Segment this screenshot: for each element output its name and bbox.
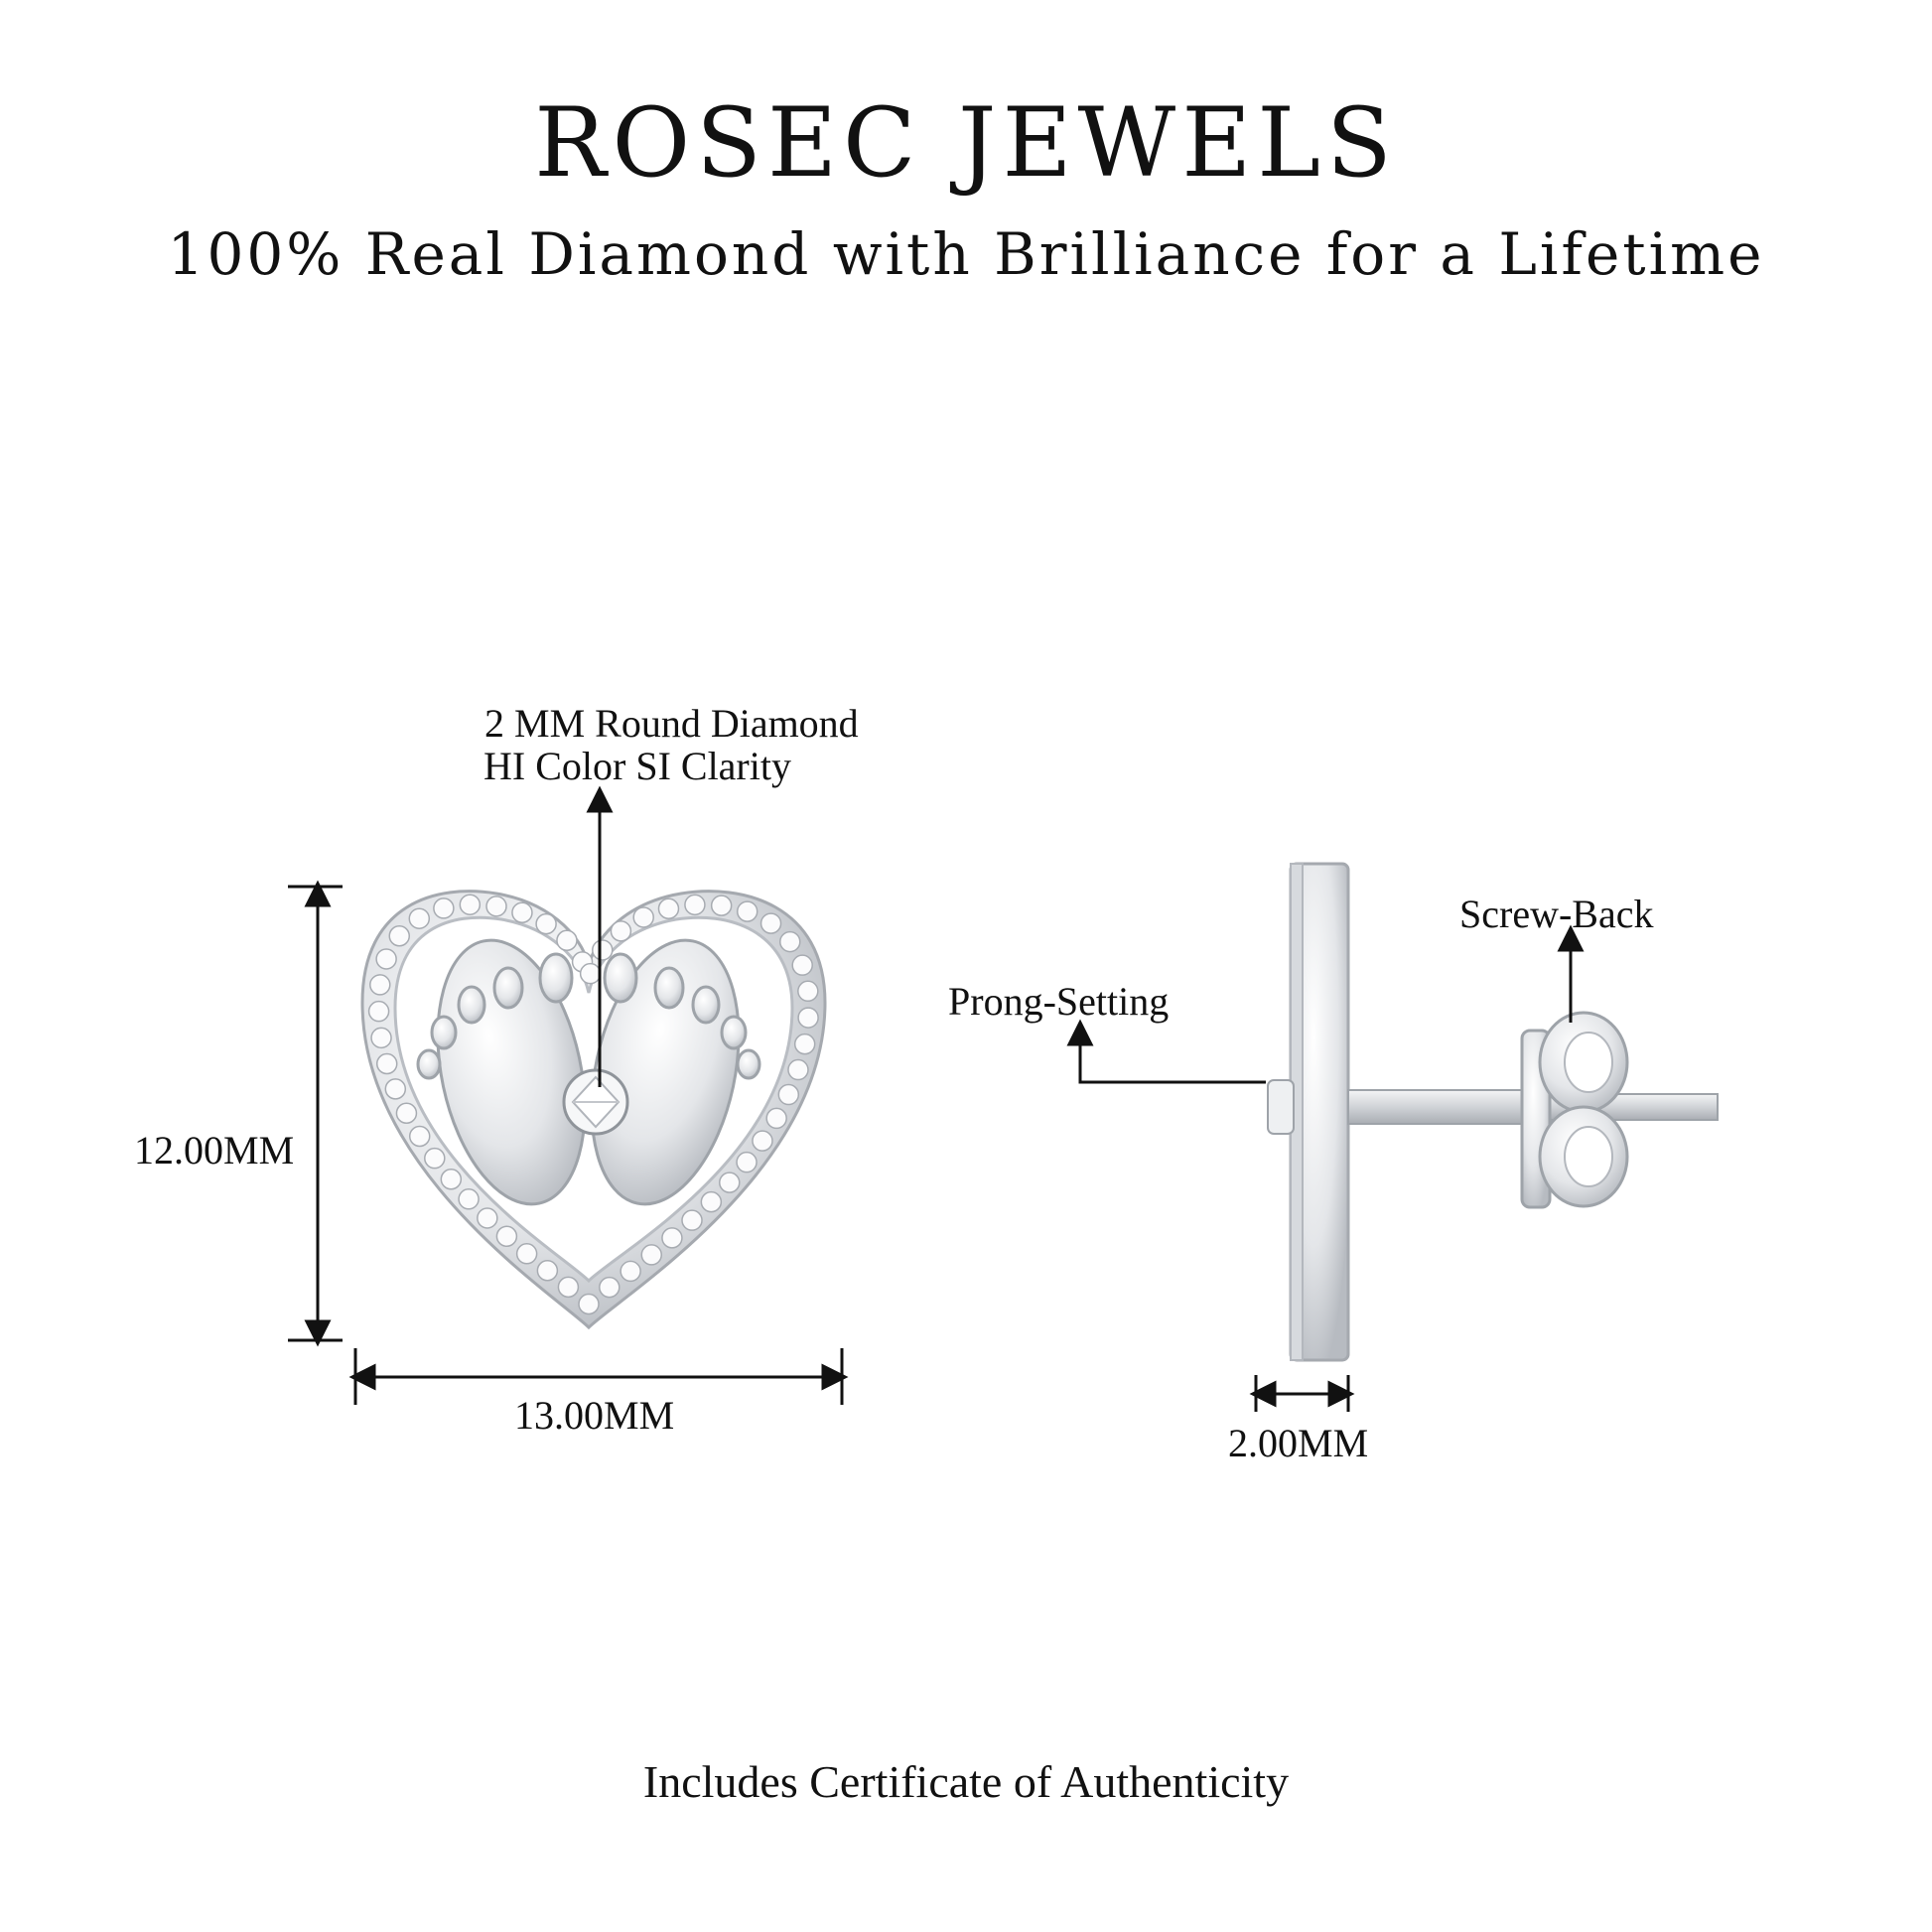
screw-back-label: Screw-Back <box>1459 892 1654 936</box>
height-label: 12.00MM <box>134 1128 295 1173</box>
pave-diamond <box>700 1190 723 1213</box>
tagline: 100% Real Diamond with Brilliance for a … <box>167 220 1765 288</box>
pave-diamond-row <box>367 894 819 1315</box>
front-view-earring <box>360 890 827 1330</box>
pave-diamond <box>557 1276 580 1299</box>
depth-dimension <box>1249 1375 1355 1412</box>
pave-diamond <box>599 1276 621 1299</box>
pave-diamond <box>592 939 614 961</box>
pave-diamond <box>684 894 706 916</box>
center-diamond-icon <box>562 1068 629 1136</box>
pave-diamond <box>661 1227 683 1249</box>
center-stone-label-line1: 2 MM Round Diamond <box>484 701 859 746</box>
pave-diamond <box>632 906 654 928</box>
depth-label: 2.00MM <box>1228 1421 1369 1465</box>
prong-setting-label: Prong-Setting <box>948 979 1170 1024</box>
pave-diamond <box>681 1209 703 1231</box>
pave-diamond <box>388 924 411 947</box>
pave-diamond <box>495 1225 518 1247</box>
pave-diamond <box>657 897 680 919</box>
pave-diamond <box>433 897 455 919</box>
pave-diamond <box>459 894 482 915</box>
pave-diamond <box>719 1172 741 1193</box>
pave-diamond <box>736 900 759 922</box>
pave-diamond <box>511 901 533 923</box>
pave-diamond <box>375 1052 398 1075</box>
pave-diamond <box>797 980 819 1003</box>
pave-diamond <box>535 912 557 935</box>
pave-diamond <box>765 1107 787 1130</box>
pave-diamond <box>370 1027 392 1049</box>
width-label: 13.00MM <box>514 1393 675 1438</box>
pave-diamond <box>777 1083 800 1106</box>
pave-diamond <box>759 912 782 934</box>
pave-diamond <box>736 1151 758 1173</box>
pave-diamond <box>395 1102 418 1124</box>
pave-diamond <box>408 1125 431 1148</box>
pave-diamond <box>620 1260 641 1283</box>
pave-diamond <box>793 1033 816 1055</box>
pave-diamond <box>610 920 632 942</box>
pave-diamond <box>797 1007 819 1029</box>
pave-diamond <box>458 1188 480 1210</box>
screw-back-nut-icon <box>1520 1011 1629 1209</box>
pave-diamond <box>787 1058 809 1081</box>
side-view-earring <box>1267 862 1719 1362</box>
pave-diamond <box>369 974 391 996</box>
right-baby-foot-icon <box>590 938 761 1206</box>
center-stone-label-line2: HI Color SI Clarity <box>483 744 791 788</box>
pave-diamond <box>367 1000 390 1023</box>
pave-diamond <box>424 1147 446 1170</box>
pave-diamond <box>384 1078 407 1100</box>
pave-diamond <box>640 1244 663 1266</box>
pave-diamond <box>408 907 431 929</box>
pave-diamond <box>375 948 397 970</box>
pave-diamond <box>556 929 578 952</box>
pave-diamond <box>791 954 813 976</box>
pave-diamond <box>440 1168 463 1190</box>
pave-diamond <box>710 895 733 916</box>
pave-diamond <box>779 930 801 953</box>
height-dimension <box>288 880 343 1347</box>
pave-diamond <box>485 896 507 917</box>
width-dimension <box>348 1348 849 1405</box>
left-baby-foot-icon <box>416 938 587 1206</box>
pave-diamond <box>477 1207 498 1229</box>
pave-diamond <box>515 1243 538 1265</box>
prong-setting-pointer <box>1066 1019 1266 1084</box>
pave-diamond <box>752 1130 773 1152</box>
pave-diamond <box>578 1293 600 1315</box>
pave-diamond <box>579 962 602 985</box>
footer-note: Includes Certificate of Authenticity <box>642 1756 1290 1807</box>
pave-diamond <box>536 1260 559 1282</box>
brand-title: ROSEC JEWELS <box>534 87 1398 199</box>
